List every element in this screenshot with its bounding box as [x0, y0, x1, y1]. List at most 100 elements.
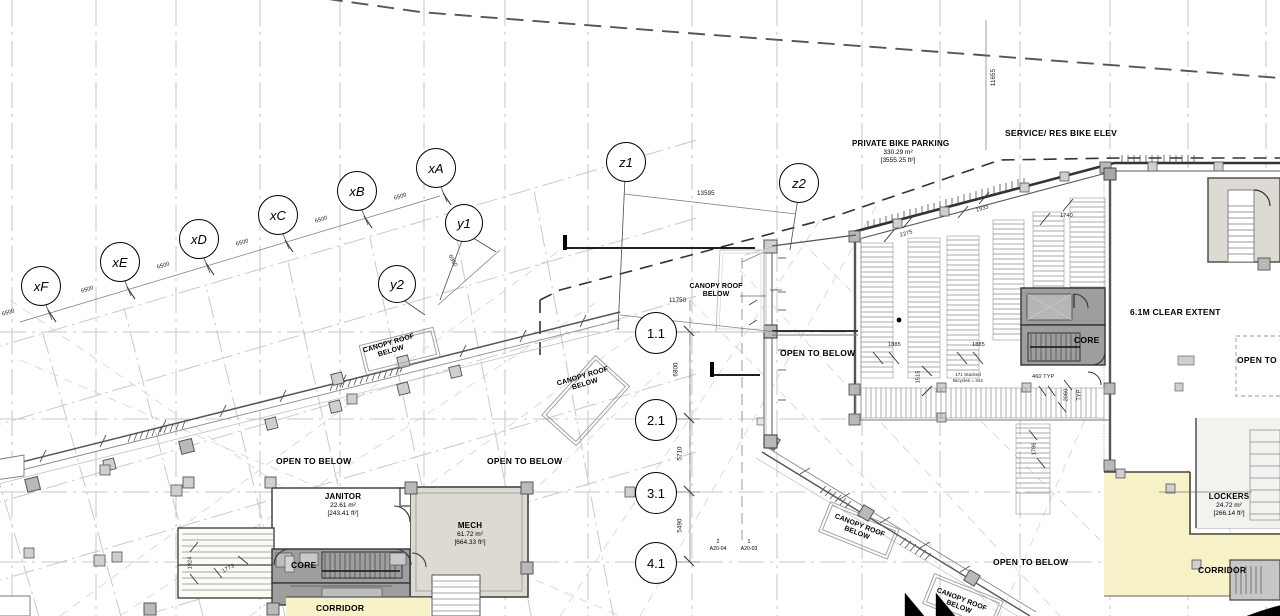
- section-marker-text: 2 A20-04: [696, 531, 740, 561]
- room-area-m2: 330.29 m²: [883, 148, 913, 156]
- dimension-1786: 1786: [1031, 442, 1038, 456]
- annotation-clear-extent: 6.1M CLEAR EXTENT: [1130, 307, 1221, 317]
- grid-bubble-label: xA: [428, 160, 444, 176]
- canopy-note-line2: BELOW: [702, 291, 730, 299]
- bike-count-line2: Bicycles = 342: [953, 377, 983, 383]
- grid-dimension-n-1: 6800: [672, 362, 680, 377]
- grid-bubble-xC[interactable]: xC: [258, 195, 298, 235]
- annotation-open-to-below-5: OPEN TO BE: [1237, 355, 1280, 365]
- dimension-1885-b: 1885: [972, 342, 985, 348]
- room-name: PRIVATE BIKE PARKING: [852, 139, 950, 148]
- section-marker-icon: [904, 592, 1280, 616]
- grid-bubble-xD[interactable]: xD: [179, 219, 219, 259]
- grid-bubble-label: xE: [112, 254, 128, 270]
- canopy-roof-left: [358, 326, 441, 376]
- room-tag-private-bike-parking: PRIVATE BIKE PARKING 330.29 m² [3555.25 …: [852, 139, 950, 165]
- room-area-ft2: [266.14 ft²]: [1213, 509, 1245, 517]
- northeast-stair-room: [1207, 177, 1280, 271]
- room-area-ft2: [3555.25 ft²]: [880, 156, 916, 164]
- section-marker-1-a20-03[interactable]: 1 A20-03: [727, 531, 1280, 616]
- bike-count-line1: 171 Stacked: [955, 372, 981, 377]
- room-label-corridor-west: CORRIDOR: [316, 603, 365, 613]
- room-area-m2: 61.72 m²: [457, 530, 483, 538]
- room-tag-lockers: LOCKERS 24.72 m² [266.14 ft²]: [1184, 492, 1274, 518]
- annotation-service-res-bike-elev: SERVICE/ RES BIKE ELEV: [1005, 128, 1118, 138]
- room-label-corridor-east: CORRIDOR: [1198, 565, 1247, 575]
- room-area-m2: 22.61 m²: [330, 501, 356, 509]
- leader-lines: [19, 20, 1252, 585]
- columns-west-facade: [23, 354, 636, 563]
- annotation-open-to-below-4: OPEN TO BELOW: [993, 557, 1069, 567]
- section-marker-icon: [935, 592, 1280, 616]
- grid-bubble-xB[interactable]: xB: [337, 171, 377, 211]
- grid-bubble-label: y2: [390, 276, 404, 292]
- dimension-1924: 1924: [187, 556, 194, 570]
- grid-bubble-label: y1: [457, 215, 471, 231]
- canopy-note-line1: CANOPY ROOF: [689, 283, 743, 290]
- annotation-open-to-below-3: OPEN TO BELOW: [487, 456, 563, 466]
- bike-count-note: 171 Stacked Bicycles = 342: [934, 372, 1002, 383]
- facade-glazing-hatch: [867, 155, 1195, 229]
- grid-bubble-label: z1: [619, 154, 633, 170]
- east-core: [1020, 287, 1106, 386]
- grid-bubble-y1[interactable]: y1: [445, 204, 483, 242]
- canopy-roof-mid: [541, 354, 631, 447]
- west-angled-facade: [0, 311, 621, 484]
- dimension-11655: 11655: [990, 68, 998, 87]
- grid-bubble-xE[interactable]: xE: [100, 242, 140, 282]
- room-area-ft2: [664.33 ft²]: [454, 538, 486, 546]
- central-wall-z2: [715, 234, 858, 449]
- dimension-11750: 11750: [669, 297, 687, 304]
- canopy-note-3: CANOPY ROOF BELOW: [688, 283, 744, 299]
- left-edge-fragment: [0, 454, 31, 616]
- annotation-open-to-below-1: OPEN TO BELOW: [780, 348, 856, 358]
- section-sheet: A20-04: [709, 546, 727, 552]
- room-label-core-east: CORE: [1074, 335, 1100, 345]
- grid-bubble-label: xF: [33, 278, 49, 294]
- grid-bubble-2-1[interactable]: 2.1: [635, 399, 677, 441]
- grid-bubble-label: xC: [270, 207, 286, 223]
- grid-bubble-xA[interactable]: xA: [416, 148, 456, 188]
- east-corridor-lockers: [1104, 368, 1280, 601]
- annotation-open-to-below-2: OPEN TO BELOW: [276, 456, 352, 466]
- room-area-m2: 24.72 m²: [1216, 501, 1242, 509]
- grid-dimension-n-3: 5490: [676, 518, 684, 533]
- section-sheet: A20-03: [740, 546, 758, 552]
- dimension-2060: 2060: [1063, 388, 1070, 402]
- columns-facade: [848, 161, 1224, 243]
- room-label-core-west: CORE: [291, 560, 317, 570]
- grid-bubble-z2[interactable]: z2: [779, 163, 819, 203]
- room-tag-janitor: JANITOR 22.61 m² [243.41 ft²]: [298, 492, 388, 518]
- grid-bubble-label: 4.1: [646, 555, 666, 571]
- grid-bubble-label: xD: [191, 231, 207, 247]
- room-tag-mech: MECH 61.72 m² [664.33 ft²]: [425, 521, 515, 547]
- southwest-block: [93, 481, 534, 616]
- grid-bubble-z1[interactable]: z1: [606, 142, 646, 182]
- dimension-13595: 13595: [697, 190, 715, 197]
- section-number: 2: [716, 538, 720, 545]
- dimension-1740: 1740: [1060, 213, 1073, 219]
- property-line-top: [328, 0, 1280, 79]
- grid-bubble-3-1[interactable]: 3.1: [635, 472, 677, 514]
- room-area-ft2: [243.41 ft²]: [327, 509, 359, 517]
- grid-bubble-label: z2: [792, 175, 806, 191]
- grid-bubble-y2[interactable]: y2: [378, 265, 416, 303]
- grid-bubble-xF[interactable]: xF: [21, 266, 61, 306]
- section-cut-marks: [563, 235, 760, 377]
- room-name: JANITOR: [324, 492, 362, 501]
- grid-bubble-label: 1.1: [646, 325, 666, 341]
- dimension-1885-a: 1885: [888, 342, 901, 348]
- section-marker-text: 1 A20-03: [727, 531, 771, 561]
- grid-bubble-1-1[interactable]: 1.1: [635, 312, 677, 354]
- grid-bubble-label: xB: [349, 183, 365, 199]
- grid-bubble-label: 3.1: [646, 485, 666, 501]
- bike-racks: [855, 197, 1106, 515]
- room-name: MECH: [457, 521, 483, 530]
- dimension-460-typ: 460 TYP: [1032, 374, 1055, 380]
- grid-bubble-label: 2.1: [646, 412, 666, 428]
- section-marker-2-a20-04[interactable]: 2 A20-04: [696, 531, 1280, 616]
- grid-bubble-4-1[interactable]: 4.1: [635, 542, 677, 584]
- dimension-1515: 1515: [915, 370, 922, 384]
